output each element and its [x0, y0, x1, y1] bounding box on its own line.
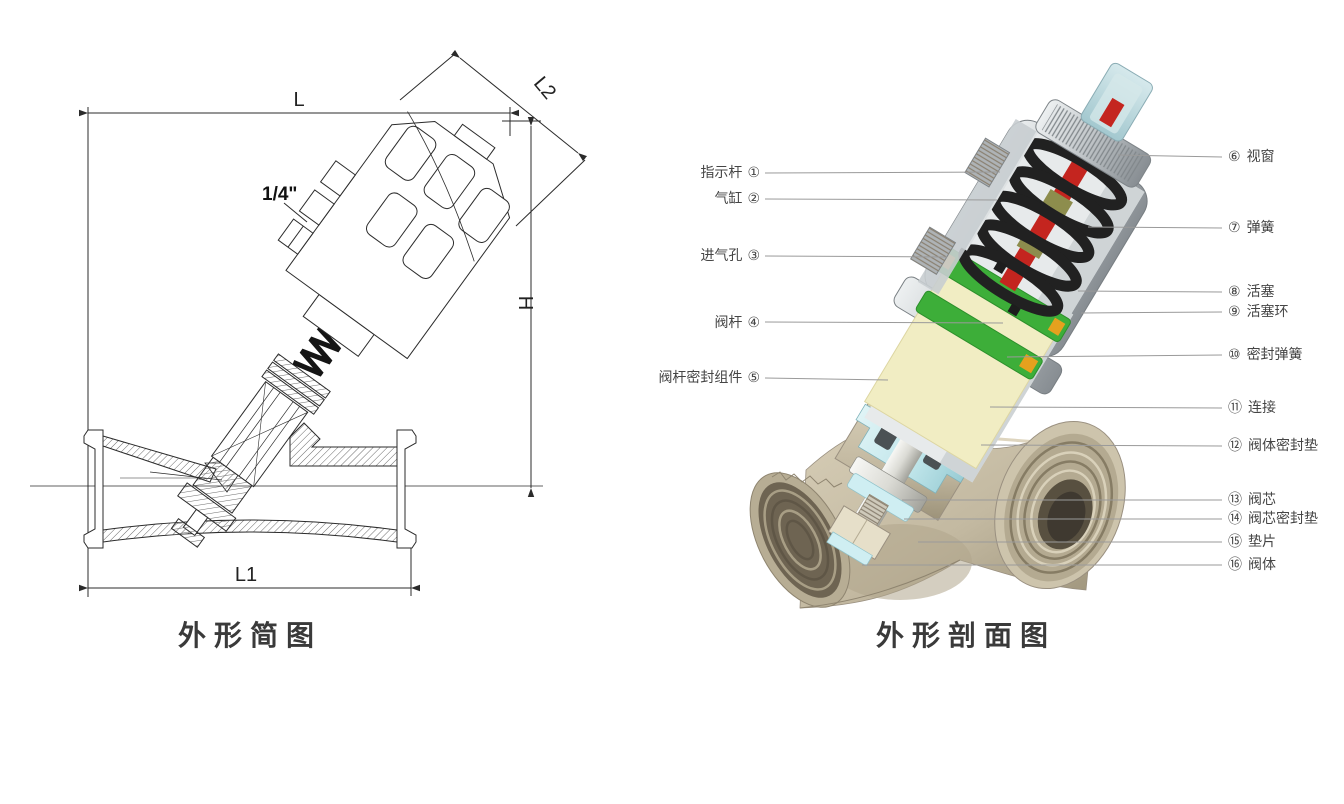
- dim-H: H: [514, 296, 536, 310]
- actuator-3d: [826, 62, 1153, 567]
- port-leader-line: [283, 202, 308, 223]
- dim-L: L: [293, 89, 304, 111]
- outline-drawing: [30, 49, 588, 597]
- dim-L1: L1: [235, 564, 257, 586]
- leader-lines: [764, 154, 1223, 566]
- dim-port-size: 1/4": [262, 184, 297, 205]
- dimension-lines: [30, 49, 588, 597]
- caption-outline-view: 外形简图: [178, 619, 322, 651]
- dim-L2: L2: [529, 73, 560, 104]
- left-port: [749, 472, 851, 608]
- caption-section-view: 外形剖面图: [876, 619, 1056, 651]
- window-part: [1080, 62, 1153, 142]
- right-port: [994, 420, 1126, 590]
- actuator-outline: [170, 111, 511, 548]
- cylinder-interior: [863, 128, 1145, 483]
- valve-core-assembly: [826, 456, 928, 567]
